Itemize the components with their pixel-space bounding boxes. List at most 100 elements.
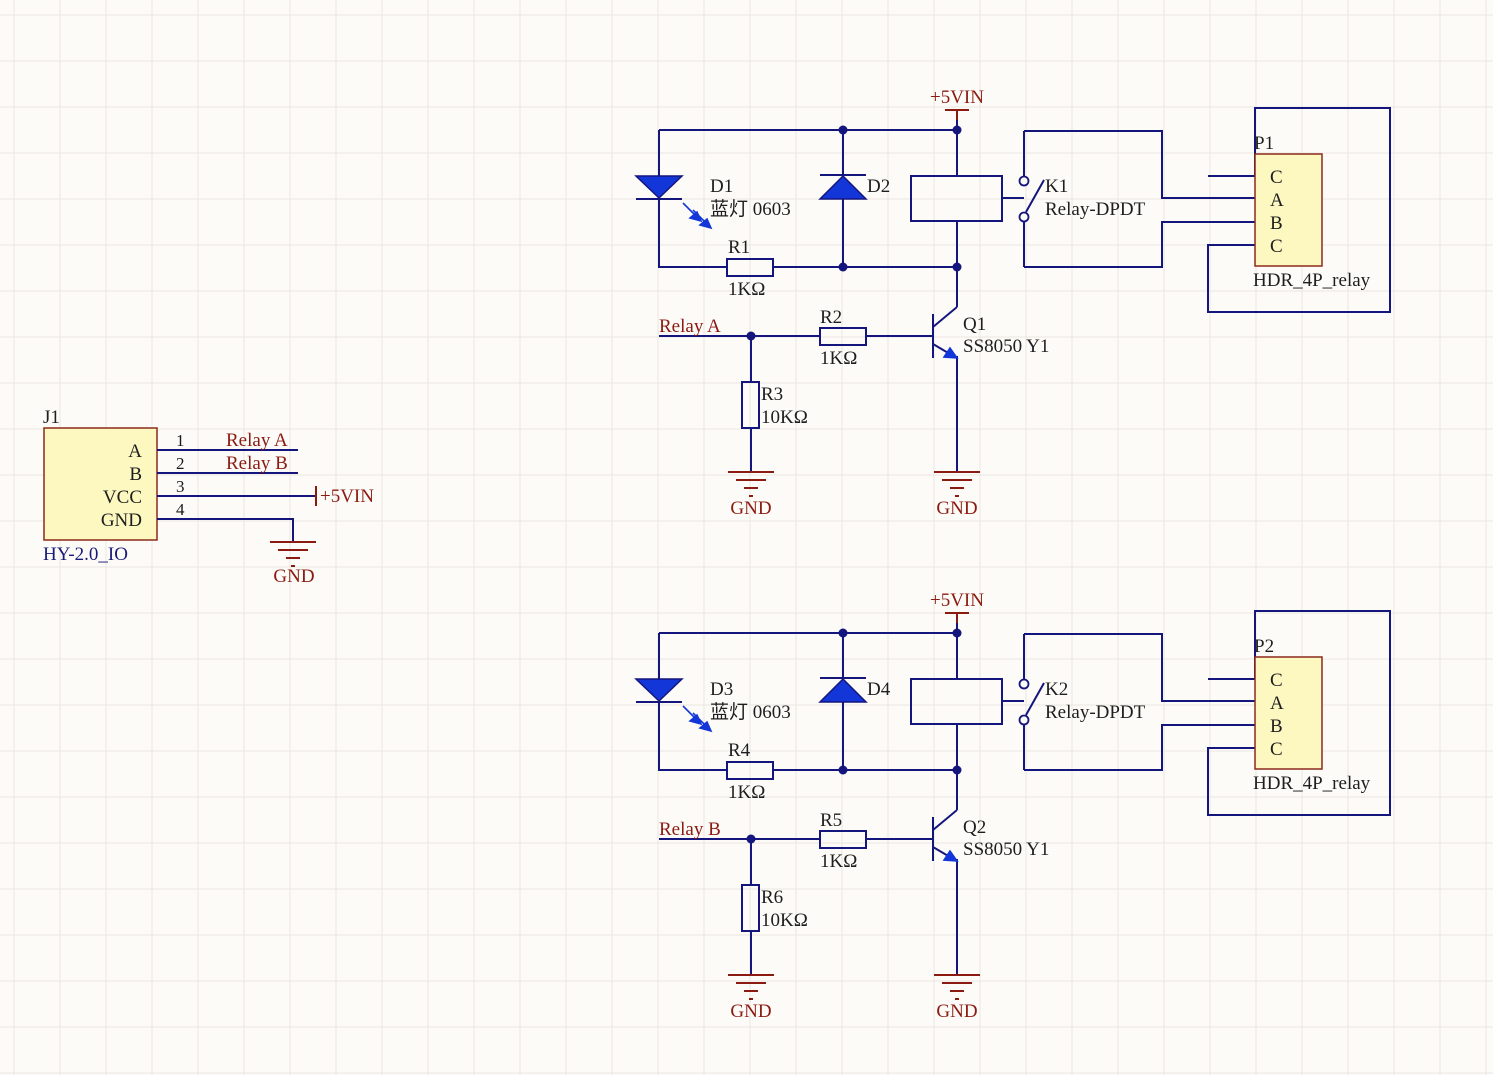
connector-j1[interactable]: J1 A B VCC GND 1 2 3 4 HY-2.0_IO	[43, 407, 185, 565]
gnd-label: GND	[730, 498, 771, 519]
gnd-label: GND	[730, 1001, 771, 1022]
junction-dot	[838, 262, 848, 272]
transistor-designator: Q2	[963, 817, 986, 838]
resistor-body	[741, 884, 760, 932]
relay-designator: K1	[1045, 176, 1068, 197]
flyback-diode[interactable]: D4	[818, 677, 891, 703]
header-comment: HDR_4P_relay	[1253, 773, 1371, 794]
gnd-label: GND	[273, 566, 314, 587]
gnd-label: GND	[936, 1001, 977, 1022]
led-designator: D1	[710, 176, 733, 197]
npn-transistor[interactable]: Q2 SS8050 Y1	[932, 809, 1049, 862]
resistor-pulldown[interactable]: R6 10KΩ	[741, 884, 808, 932]
resistor-body	[726, 258, 774, 277]
relay-coil-body	[910, 678, 1003, 725]
resistor-value: 10KΩ	[761, 407, 808, 428]
diode-designator: D2	[867, 176, 890, 197]
gnd-port[interactable]: GND	[934, 471, 980, 519]
net-label-input[interactable]: Relay B	[659, 819, 721, 840]
j1-pin-name: B	[129, 464, 142, 485]
header-connector[interactable]: P1 C A B C HDR_4P_relay	[1253, 133, 1371, 291]
junction-dot	[952, 765, 962, 775]
relay-value: Relay-DPDT	[1045, 199, 1146, 220]
resistor-value: 10KΩ	[761, 910, 808, 931]
power-port-5vin[interactable]: +5VIN	[315, 486, 374, 507]
net-label-relay-a[interactable]: Relay A	[226, 430, 288, 451]
junction-dot	[952, 628, 962, 638]
j1-comment: HY-2.0_IO	[43, 544, 128, 565]
flyback-diode[interactable]: D2	[818, 174, 890, 200]
junction-dot	[838, 628, 848, 638]
relay-value: Relay-DPDT	[1045, 702, 1146, 723]
net-label-relay-b[interactable]: Relay B	[226, 453, 288, 474]
header-connector[interactable]: P2 C A B C HDR_4P_relay	[1253, 636, 1371, 794]
transistor-value: SS8050 Y1	[963, 336, 1049, 357]
resistor-base[interactable]: R2 1KΩ	[819, 307, 867, 369]
transistor-value: SS8050 Y1	[963, 839, 1049, 860]
npn-transistor[interactable]: Q1 SS8050 Y1	[932, 306, 1049, 359]
relay-switch[interactable]: K2 Relay-DPDT	[1018, 678, 1146, 726]
power-port-label: +5VIN	[930, 87, 984, 108]
resistor-designator: R2	[820, 307, 842, 328]
gnd-port[interactable]: GND	[270, 541, 316, 587]
led-triangle	[634, 175, 684, 200]
relay-designator: K2	[1045, 679, 1068, 700]
resistor-designator: R3	[761, 384, 783, 405]
resistor-pulldown[interactable]: R3 10KΩ	[741, 381, 808, 429]
j1-pin-number: 2	[176, 454, 185, 473]
resistor-designator: R4	[728, 740, 751, 761]
header-comment: HDR_4P_relay	[1253, 270, 1371, 291]
diode-designator: D4	[867, 679, 891, 700]
header-pin-name: C	[1270, 167, 1283, 188]
diode-triangle	[818, 174, 868, 200]
header-designator: P1	[1254, 133, 1274, 154]
relay-switch[interactable]: K1 Relay-DPDT	[1018, 175, 1146, 223]
transistor-designator: Q1	[963, 314, 986, 335]
led-diode[interactable]: D3 蓝灯 0603	[634, 678, 791, 733]
header-pin-name: A	[1270, 190, 1284, 211]
gnd-label: GND	[936, 498, 977, 519]
relay-coil[interactable]	[910, 175, 1024, 222]
resistor-value: 1KΩ	[728, 279, 765, 300]
j1-pin-name: A	[128, 441, 142, 462]
diode-triangle	[818, 677, 868, 703]
j1-pin-name: VCC	[103, 487, 142, 508]
header-pin-name: C	[1270, 236, 1283, 257]
header-pin-name: C	[1270, 739, 1283, 760]
resistor-body	[741, 381, 760, 429]
resistor-led[interactable]: R1 1KΩ	[726, 237, 774, 300]
gnd-port[interactable]: GND	[934, 974, 980, 1022]
resistor-base[interactable]: R5 1KΩ	[819, 810, 867, 872]
led-diode[interactable]: D1 蓝灯 0603	[634, 175, 791, 230]
junction-dot	[746, 331, 756, 341]
power-port-label: +5VIN	[320, 486, 374, 507]
resistor-body	[819, 327, 867, 346]
gnd-port[interactable]: GND	[728, 974, 774, 1022]
resistor-value: 1KΩ	[820, 348, 857, 369]
net-label-input[interactable]: Relay A	[659, 316, 721, 337]
junction-dot	[838, 765, 848, 775]
resistor-designator: R6	[761, 887, 783, 908]
junction-dot	[838, 125, 848, 135]
j1-pin-number: 3	[176, 477, 185, 496]
header-pin-name: B	[1270, 213, 1283, 234]
junction-dot	[952, 262, 962, 272]
header-pin-name: B	[1270, 716, 1283, 737]
gnd-port[interactable]: GND	[728, 471, 774, 519]
resistor-led[interactable]: R4 1KΩ	[726, 740, 774, 803]
junction-dot	[746, 834, 756, 844]
relay-coil[interactable]	[910, 678, 1024, 725]
relay-channel-1: +5VIN D1 蓝灯 0603 D2 R1 1KΩ	[634, 87, 1391, 519]
resistor-body	[819, 830, 867, 849]
led-value: 蓝灯 0603	[710, 198, 791, 220]
led-designator: D3	[710, 679, 733, 700]
power-port-label: +5VIN	[930, 590, 984, 611]
power-port-5vin[interactable]: +5VIN	[930, 87, 984, 120]
header-designator: P2	[1254, 636, 1274, 657]
resistor-designator: R5	[820, 810, 842, 831]
relay-channel-2: +5VIN D3 蓝灯 0603 D4 R4 1KΩ	[634, 590, 1391, 1022]
j1-body	[43, 427, 158, 541]
power-port-5vin[interactable]: +5VIN	[930, 590, 984, 623]
